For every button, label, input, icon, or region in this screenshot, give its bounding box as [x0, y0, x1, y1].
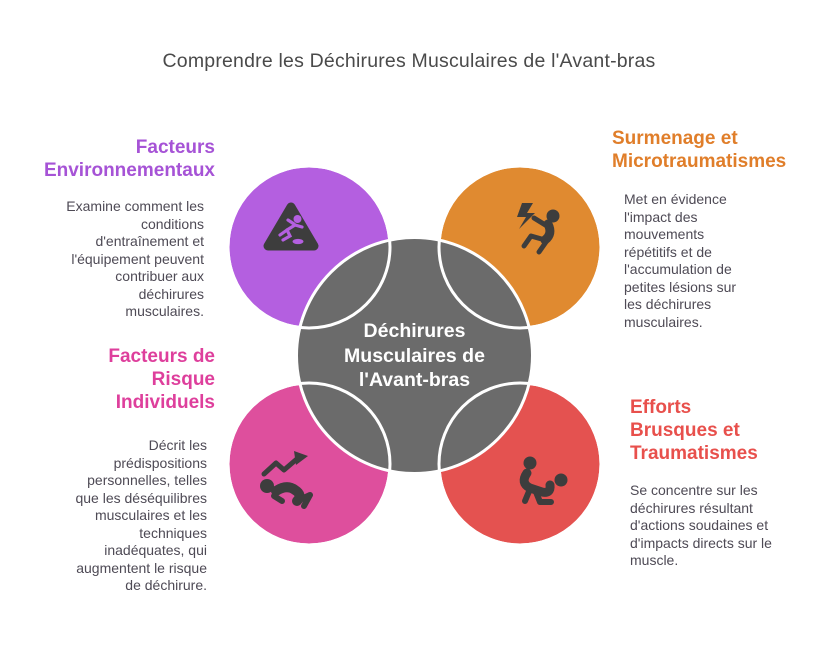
falling-shock-icon	[517, 203, 560, 255]
section-body-individual: Décrit les prédispositions personnelles,…	[75, 437, 207, 593]
section-trauma: Efforts Brusques et Traumatismes Se conc…	[630, 396, 800, 570]
center-circle-label: Déchirures Musculaires de l'Avant-bras	[344, 320, 485, 391]
venn-diagram	[226, 164, 603, 547]
page-title: Comprendre les Déchirures Musculaires de…	[162, 50, 656, 72]
section-body-environmental: Examine comment les conditions d'entraîn…	[66, 198, 204, 319]
slip-warning-icon	[263, 202, 319, 251]
section-body-overuse: Met en évidence l'impact des mouvements …	[624, 191, 737, 330]
section-overuse: Surmenage et Microtraumatismes Met en év…	[612, 127, 812, 331]
section-heading-environmental: Facteurs Environnementaux	[43, 137, 215, 181]
overlap-arcs	[226, 164, 603, 547]
section-environmental: Facteurs Environnementaux Examine commen…	[15, 136, 215, 321]
section-heading-individual: Facteurs de Risque Individuels	[108, 346, 215, 413]
crunch-progress-icon	[260, 451, 313, 509]
section-body-trauma: Se concentre sur les déchirures résultan…	[630, 482, 772, 568]
section-individual: Facteurs de Risque Individuels Décrit le…	[15, 345, 215, 595]
section-heading-overuse: Surmenage et Microtraumatismes	[612, 128, 787, 172]
section-heading-trauma: Efforts Brusques et Traumatismes	[630, 397, 758, 464]
center-circle	[295, 236, 534, 475]
impact-ball-icon	[519, 456, 568, 505]
